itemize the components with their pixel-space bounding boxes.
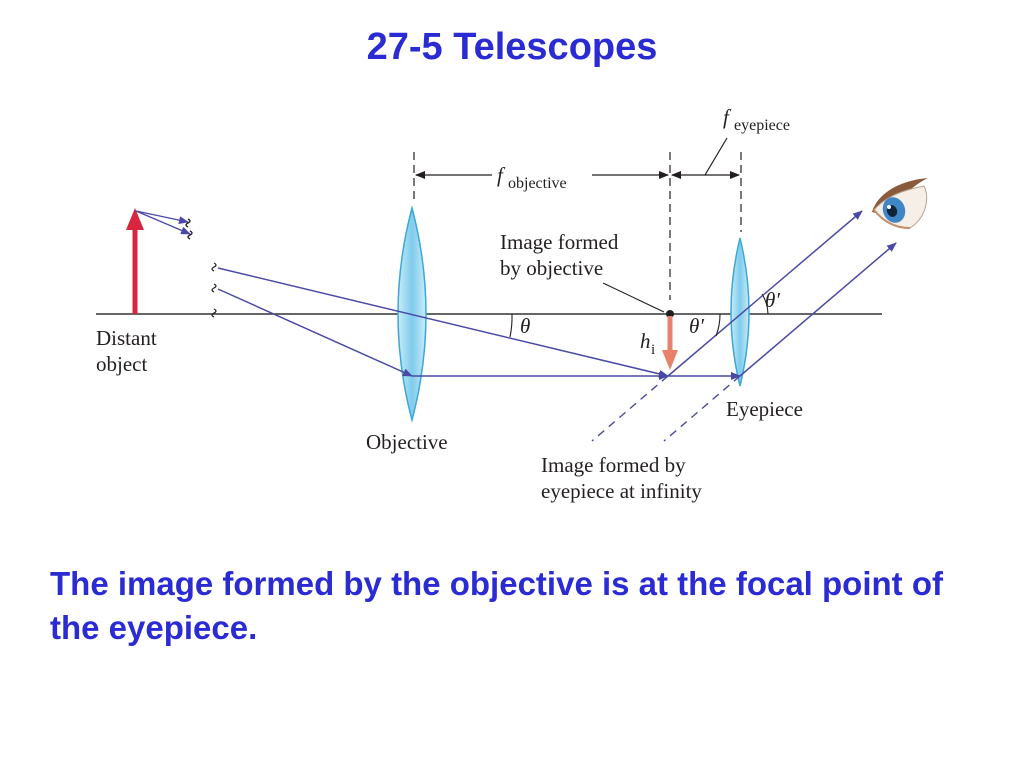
distant-object-label-line1: Distant (96, 326, 157, 350)
caption: The image formed by the objective is at … (50, 565, 943, 646)
theta-prime-arc-1 (715, 313, 721, 337)
h-i-subscript: i (651, 342, 655, 358)
theta-prime-arc-2 (761, 293, 769, 315)
f-eyepiece-dimension (671, 137, 740, 179)
distant-object-label-line2: object (96, 352, 147, 376)
eyepiece-lens (730, 237, 750, 387)
h-i-symbol: h (640, 329, 651, 353)
f-objective-subscript: objective (508, 175, 567, 192)
focal-guides (413, 152, 742, 300)
image-by-eyepiece-label-line2: eyepiece at infinity (541, 479, 702, 503)
virtual-rays (591, 375, 741, 442)
outgoing-rays (667, 210, 897, 377)
theta-arc (509, 313, 513, 338)
telescope-diagram: f objective f eyepiece Image formed by o… (96, 105, 928, 503)
intermediate-image-arrow (662, 310, 678, 370)
image-by-objective-leader (602, 282, 665, 313)
image-by-objective-label-line1: Image formed (500, 230, 619, 254)
eyepiece-label: Eyepiece (726, 397, 803, 421)
image-by-objective-label-line2: by objective (500, 256, 603, 280)
eye-icon (872, 178, 928, 229)
objective-label: Objective (366, 430, 448, 454)
f-eyepiece-symbol: f (723, 105, 732, 129)
f-objective-symbol: f (497, 163, 506, 187)
theta-prime-label-1: θ′ (689, 314, 704, 338)
theta-label: θ (520, 314, 530, 338)
image-by-eyepiece-label-line1: Image formed by (541, 453, 686, 477)
distant-object-arrow (126, 208, 144, 314)
object-rays (135, 210, 193, 240)
slide-title: 27-5 Telescopes (366, 26, 658, 68)
ray-break-marks (211, 262, 217, 318)
theta-prime-label-2: θ′ (765, 288, 780, 312)
incoming-rays (217, 267, 741, 380)
f-eyepiece-subscript: eyepiece (734, 117, 790, 134)
